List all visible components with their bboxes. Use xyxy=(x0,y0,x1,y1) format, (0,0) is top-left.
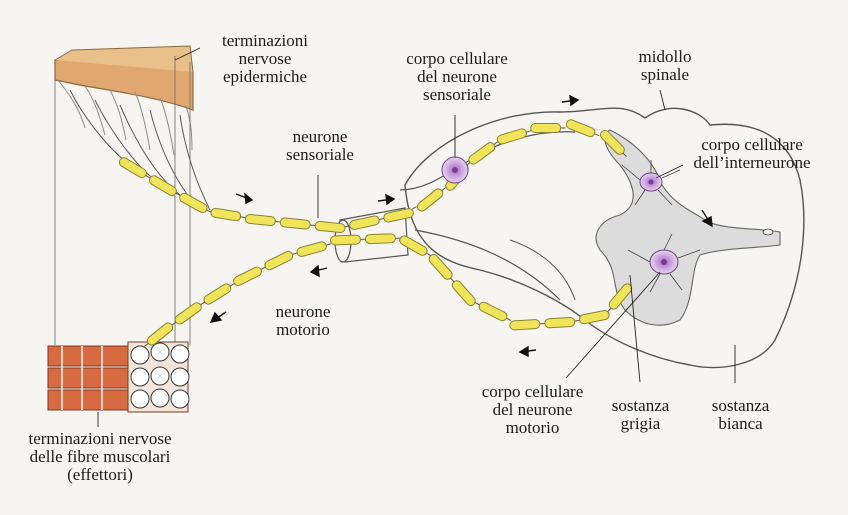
myelin-segment xyxy=(314,220,346,234)
label-motor-neuron: neurone motorio xyxy=(275,302,331,339)
sensory-neuron-cell-body xyxy=(441,115,469,184)
axon-fibre xyxy=(275,221,281,223)
myelin-segment xyxy=(416,188,444,212)
myelin-segment xyxy=(468,142,496,165)
axon-fibre xyxy=(344,225,350,228)
myelin-segment xyxy=(330,234,361,246)
motor-neuron-axon xyxy=(143,233,633,347)
myelin-segment xyxy=(179,192,208,213)
axon-fibre xyxy=(326,243,332,246)
axon-fibre xyxy=(292,252,298,255)
myelin-segment xyxy=(496,128,527,145)
myelin-segment xyxy=(146,322,174,346)
direction-arrows xyxy=(209,94,713,358)
myelin-segment xyxy=(264,250,294,271)
motor-neuron-cell-body xyxy=(627,233,701,293)
myelin-segment xyxy=(364,233,396,245)
axon-fibre xyxy=(171,321,177,326)
myelin-segment xyxy=(478,301,508,322)
axon-fibre xyxy=(229,283,235,287)
axon-fibre xyxy=(200,301,205,306)
myelin-segment xyxy=(148,175,177,197)
myelin-segment xyxy=(509,319,541,331)
muscle-bundle xyxy=(47,341,190,413)
axon-fibre xyxy=(594,133,600,137)
axon-fibre xyxy=(607,307,612,313)
epidermis xyxy=(54,45,194,156)
axon-fibre xyxy=(474,302,480,306)
myelin-segment xyxy=(530,123,562,133)
axon-fibre xyxy=(240,216,246,219)
leader-lines xyxy=(97,47,736,427)
axon-fibre xyxy=(175,192,181,197)
label-sensory-neuron-cell-body: corpo cellulare del neurone sensoriale xyxy=(406,49,508,104)
myelin-segment xyxy=(428,254,453,280)
axon-fibre xyxy=(450,277,455,283)
label-muscle-nerve-endings: terminazioni nervose delle fibre muscola… xyxy=(28,429,172,484)
label-gray-matter: sostanza grigia xyxy=(611,396,670,433)
axon-fibre xyxy=(426,252,431,257)
myelin-segment xyxy=(296,241,327,257)
axon-fibre xyxy=(622,152,627,157)
label-motor-neuron-cell-body: corpo cellulare del neurone motorio xyxy=(481,382,584,437)
label-interneuron-cell-body: corpo cellulare dell’interneurone xyxy=(693,135,811,172)
myelin-segment xyxy=(349,215,380,230)
axon-fibre xyxy=(143,343,149,347)
myelin-segment xyxy=(451,280,476,306)
axon-fibre xyxy=(574,319,580,322)
myelin-segment xyxy=(233,266,262,287)
axon-fibre xyxy=(145,174,151,179)
label-spinal-cord: midollo spinale xyxy=(638,47,692,84)
label-epidermal-nerve-endings: terminazioni nervose epidermiche xyxy=(222,31,308,86)
label-white-matter: sostanza bianca xyxy=(711,396,770,433)
myelin-segment xyxy=(203,283,232,305)
myelin-segment xyxy=(544,316,576,329)
myelin-segment xyxy=(579,310,610,325)
myelin-segment xyxy=(174,302,202,325)
sensory-neuron-axon xyxy=(118,119,627,234)
axon-fibre xyxy=(379,218,385,220)
axon-fibre xyxy=(441,187,447,191)
axon-fibre xyxy=(526,130,532,133)
sensory-nerve-endings xyxy=(69,89,211,211)
label-sensory-neuron: neurone sensoriale xyxy=(286,127,354,164)
myelin-segment xyxy=(244,213,276,227)
axon-fibre xyxy=(260,266,266,270)
axon-fibre xyxy=(411,206,417,210)
myelin-segment xyxy=(279,217,311,230)
axon-fibre xyxy=(493,141,499,145)
axon-fibre xyxy=(206,209,212,213)
myelin-segment xyxy=(383,208,414,223)
myelin-segment xyxy=(210,207,242,222)
axon-fibre xyxy=(506,317,512,321)
axon-fibre xyxy=(310,224,316,226)
myelin-segment xyxy=(118,157,147,179)
